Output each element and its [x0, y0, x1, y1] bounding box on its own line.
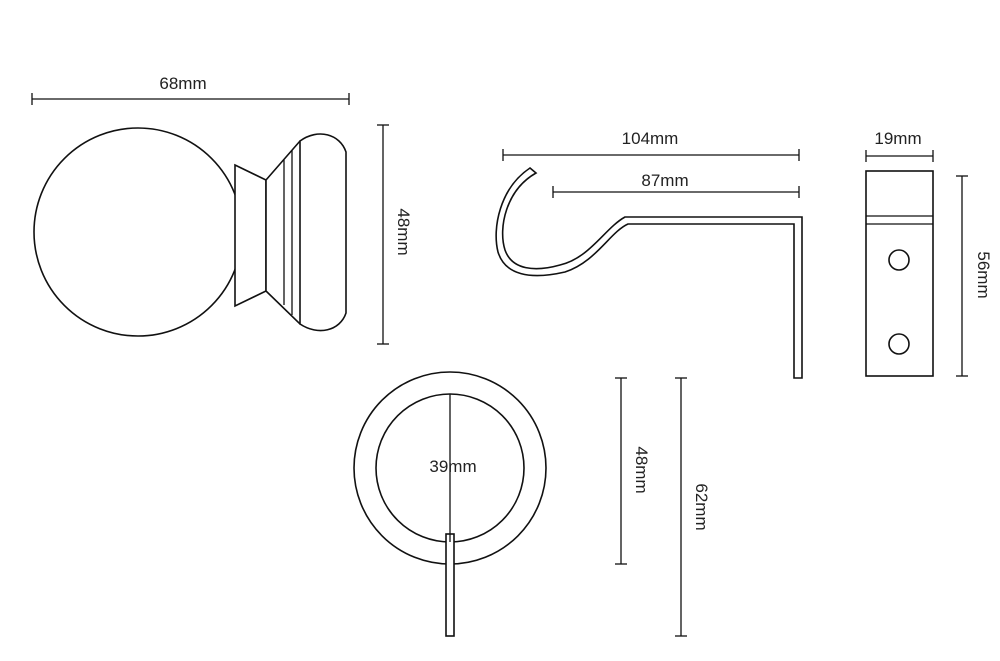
label-bracket-length: 104mm [622, 129, 679, 148]
finial-ball [33, 127, 243, 337]
label-plate-height: 56mm [974, 251, 993, 298]
screw-hole-top [888, 249, 910, 271]
bracket-drawing: 104mm 87mm [495, 129, 803, 379]
label-ring-total-height: 62mm [692, 483, 711, 530]
label-plate-width: 19mm [874, 129, 921, 148]
finial-cap [299, 133, 347, 332]
plate-drawing: 19mm 56mm [865, 129, 993, 377]
label-finial-height: 48mm [394, 208, 413, 255]
label-ring-inner-height: 48mm [632, 446, 651, 493]
finial-neck [234, 163, 267, 308]
screw-hole-bottom [888, 333, 910, 355]
bracket-arm [495, 167, 803, 379]
label-ring-diameter: 39mm [429, 457, 476, 476]
ring-drawing: 39mm 48mm 62mm [353, 371, 711, 637]
ring-eyelet [445, 533, 455, 637]
finial-drawing: 68mm 48mm [31, 74, 413, 345]
label-bracket-projection: 87mm [641, 171, 688, 190]
label-finial-width: 68mm [159, 74, 206, 93]
